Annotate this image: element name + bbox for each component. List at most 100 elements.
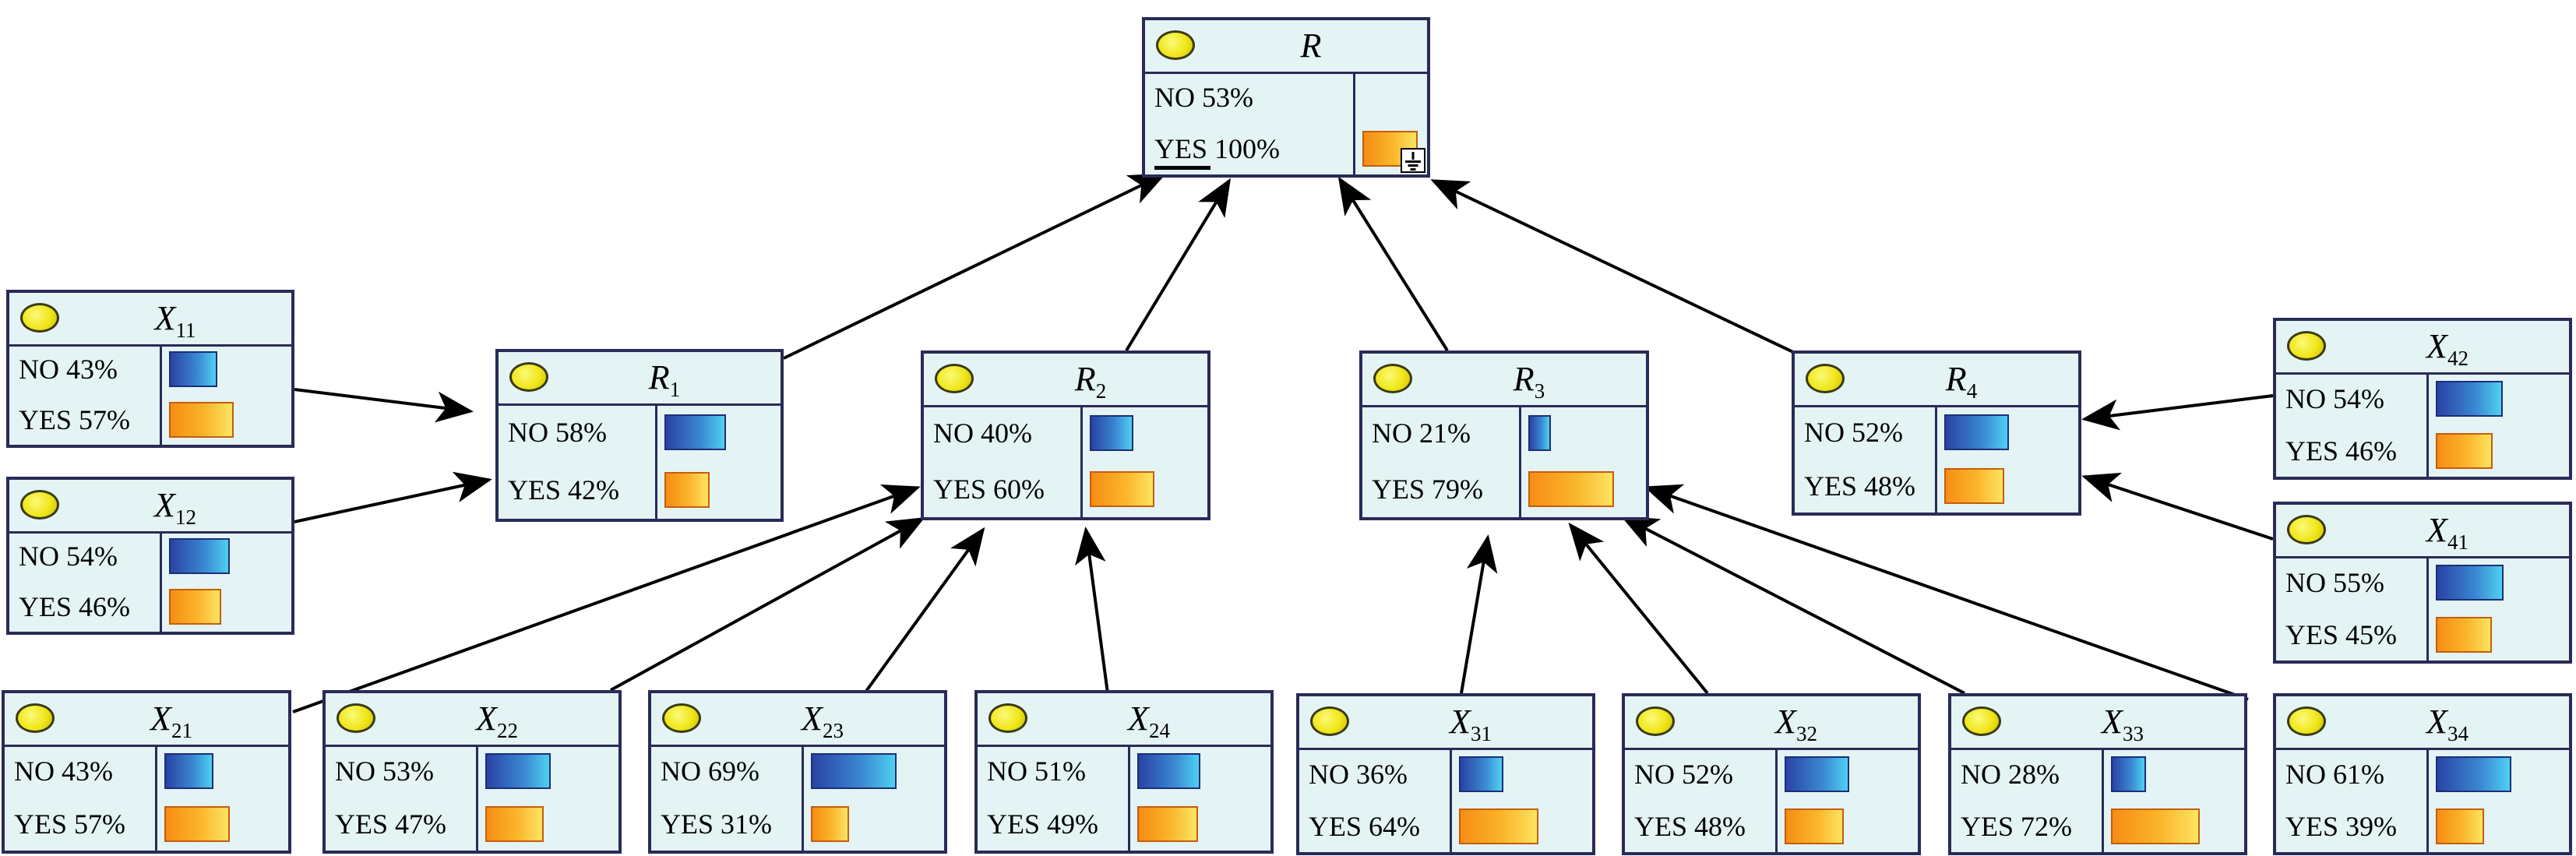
node-title-subscript: 42: [2447, 347, 2469, 370]
yellow-ellipse-icon: [1373, 364, 1412, 393]
state-divider: [1353, 72, 1355, 174]
state-divider: [1935, 405, 1937, 513]
node-header: R4: [1795, 354, 2078, 407]
state-label-yes: YES 100%: [1154, 133, 1280, 164]
edge-x23-to-r2: [863, 527, 985, 695]
probability-bar-no: [1090, 415, 1133, 451]
node-title-subscript: 23: [822, 719, 844, 742]
state-divider: [2426, 372, 2429, 477]
state-label-yes: YES 57%: [14, 808, 125, 840]
node-title: R4: [1845, 354, 2078, 405]
probability-bar-yes: [485, 806, 544, 842]
edge-x31-to-r3: [1460, 534, 1498, 694]
state-divider: [476, 745, 478, 851]
yellow-ellipse-icon: [20, 303, 59, 333]
edge-x21-to-r2: [292, 484, 921, 713]
node-title: X31: [1349, 696, 1592, 748]
node-title-letter: X: [2102, 703, 2123, 741]
node-title: X24: [1027, 693, 1270, 745]
state-divider: [655, 403, 657, 519]
node-states: NO 58% YES 42%: [499, 403, 781, 519]
state-label-yes: YES 42%: [508, 474, 619, 505]
probability-bar-no: [1785, 756, 1849, 792]
node-title: X41: [2326, 505, 2569, 556]
node-title: X34: [2326, 696, 2569, 748]
edge-x12-to-r1: [294, 471, 492, 523]
probability-bar-no: [2436, 380, 2503, 417]
node-title-letter: R: [1074, 360, 1096, 398]
node-title: X32: [1675, 696, 1918, 748]
probability-bar-no: [164, 753, 213, 789]
state-label-no: NO 58%: [508, 417, 607, 448]
node-title-subscript: 4: [1966, 379, 1978, 403]
node-title-subscript: 11: [175, 319, 196, 342]
edge-x34-to-r3: [1644, 484, 2249, 701]
state-label-no: NO 51%: [987, 756, 1086, 787]
probability-bar-no: [1528, 415, 1551, 451]
edge-r4-to-r: [1430, 179, 1794, 354]
edge-x41-to-r4: [2081, 472, 2274, 541]
state-label-no: NO 40%: [933, 417, 1032, 449]
node-title-letter: R: [1513, 360, 1535, 398]
node-header: R: [1145, 20, 1427, 74]
probability-bar-yes: [2436, 808, 2484, 844]
node-title-subscript: 1: [669, 378, 681, 401]
node-states: NO 43%YES 57%: [5, 745, 288, 851]
state-label-no: NO 52%: [1634, 758, 1733, 790]
state-label-no: NO 21%: [1372, 417, 1471, 449]
probability-bar-no: [811, 753, 897, 789]
node-title-letter: X: [1775, 703, 1796, 741]
state-divider: [1775, 748, 1778, 852]
yellow-ellipse-icon: [2287, 331, 2326, 361]
node-states: NO 40%YES 60%: [924, 405, 1207, 517]
state-label-no: NO 54%: [2285, 382, 2384, 414]
node-title-subscript: 31: [1470, 722, 1492, 745]
state-label-yes: YES 31%: [661, 808, 772, 840]
state-label-no: NO 54%: [19, 541, 118, 572]
node-title-subscript: 41: [2447, 530, 2469, 554]
yellow-ellipse-icon: [1806, 364, 1845, 393]
probability-bar-yes: [169, 588, 221, 625]
probability-bar-no: [1459, 756, 1503, 792]
state-divider: [160, 531, 162, 632]
yellow-ellipse-icon: [1310, 706, 1349, 736]
node-title-letter: R: [1945, 360, 1967, 398]
yellow-ellipse-icon: [1156, 30, 1195, 60]
edge-x33-to-r3: [1620, 516, 1965, 695]
state-divider: [2102, 748, 2104, 852]
probability-bar-no: [1944, 414, 2009, 450]
node-title-subscript: 32: [1795, 722, 1817, 745]
node-header: X11: [9, 293, 291, 347]
state-label-no: NO 61%: [2285, 758, 2384, 790]
node-r1[interactable]: R1 NO 58% YES 42%: [495, 349, 784, 522]
edge-r2-to-r: [1125, 178, 1232, 352]
node-title-subscript: 12: [174, 505, 196, 529]
yellow-ellipse-icon: [337, 703, 375, 733]
probability-bar-no: [1137, 753, 1200, 789]
node-states: NO 43%YES 57%: [9, 344, 291, 445]
state-divider: [1450, 748, 1452, 852]
probability-bar-yes: [169, 401, 234, 438]
node-title-letter: X: [2426, 703, 2447, 741]
node-title: R1: [548, 352, 781, 403]
node-title-letter: X: [154, 299, 176, 337]
node-states: NO 28%YES 72%: [1951, 748, 2244, 852]
node-x34[interactable]: X34 NO 61% YES 39%: [2273, 693, 2572, 855]
state-label-yes: YES 39%: [2285, 810, 2397, 842]
